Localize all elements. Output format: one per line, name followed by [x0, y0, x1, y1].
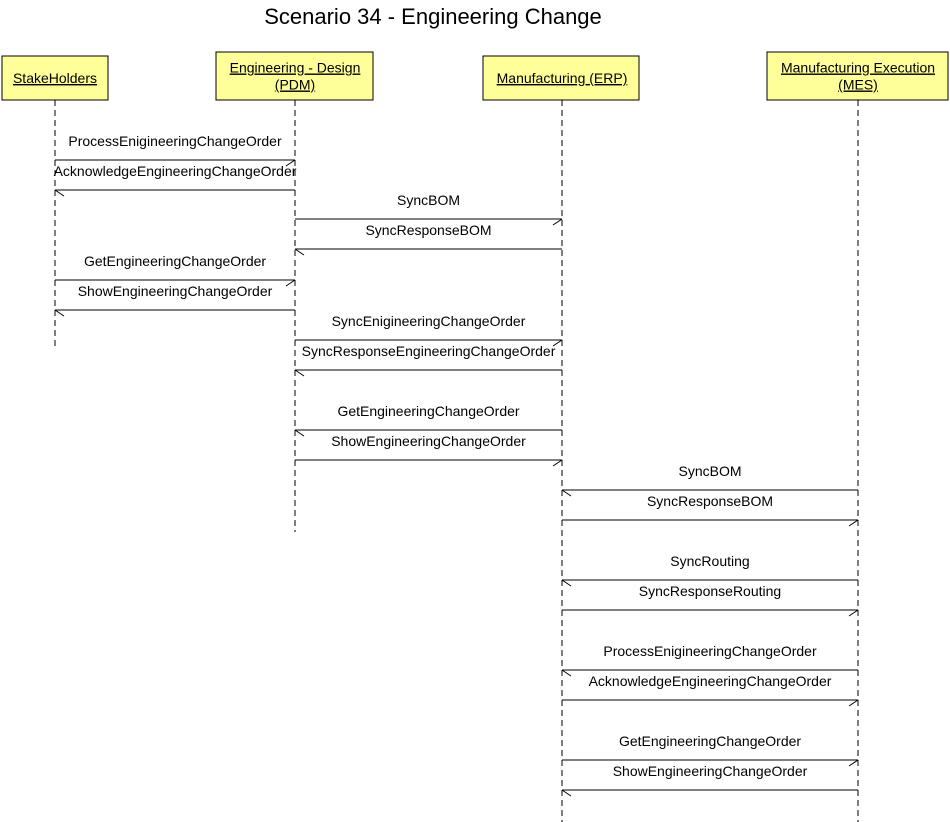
- actor-box-erp: [482, 55, 640, 101]
- message-label: ProcessEnigineeringChangeOrder: [603, 643, 817, 659]
- message: GetEngineeringChangeOrder: [55, 253, 296, 287]
- actor-pdm: Engineering - Design(PDM): [215, 51, 374, 101]
- actor-stakeholders: StakeHolders: [1, 55, 109, 101]
- message-arrowhead: [552, 218, 563, 226]
- actor-label-pdm: Engineering - Design: [230, 60, 361, 76]
- message: ProcessEnigineeringChangeOrder: [561, 643, 858, 677]
- message-arrowhead: [848, 609, 859, 617]
- actor-box-stakeholders: [1, 55, 109, 101]
- message-label: GetEngineeringChangeOrder: [337, 403, 519, 419]
- message-label: AcknowledgeEngineeringChangeOrder: [589, 673, 832, 689]
- message-arrowhead: [552, 339, 563, 347]
- message-label: SyncResponseRouting: [639, 583, 781, 599]
- message-label: SyncBOM: [397, 192, 460, 208]
- message: ShowEngineeringChangeOrder: [54, 283, 295, 317]
- message-label: SyncResponseEngineeringChangeOrder: [302, 343, 556, 359]
- message-arrowhead: [285, 279, 296, 287]
- message: ShowEngineeringChangeOrder: [561, 763, 858, 797]
- lifelines-layer: [54, 100, 859, 822]
- message-label: SyncResponseBOM: [647, 493, 773, 509]
- message: SyncResponseBOM: [562, 493, 859, 527]
- messages-layer: ProcessEnigineeringChangeOrderAcknowledg…: [54, 133, 859, 797]
- actor-box-pdm: [215, 51, 374, 101]
- message-arrowhead: [561, 579, 572, 587]
- message-arrowhead: [285, 159, 296, 167]
- message-label: ShowEngineeringChangeOrder: [78, 283, 273, 299]
- message: GetEngineeringChangeOrder: [562, 733, 859, 767]
- actor-label-stakeholders: StakeHolders: [13, 70, 97, 86]
- message-arrowhead: [552, 459, 563, 467]
- message-arrowhead: [848, 759, 859, 767]
- message-label: ShowEngineeringChangeOrder: [331, 433, 526, 449]
- message: ProcessEnigineeringChangeOrder: [55, 133, 296, 167]
- actor-erp: Manufacturing (ERP): [482, 55, 640, 101]
- message-label: GetEngineeringChangeOrder: [84, 253, 266, 269]
- message-arrowhead: [561, 489, 572, 497]
- message: SyncResponseEngineeringChangeOrder: [294, 343, 562, 377]
- message-arrowhead: [54, 189, 65, 197]
- actor-label-mes: Manufacturing Execution: [781, 60, 935, 76]
- message-arrowhead: [54, 309, 65, 317]
- message: AcknowledgeEngineeringChangeOrder: [562, 673, 859, 707]
- actor-label-erp: Manufacturing (ERP): [497, 70, 628, 86]
- message: SyncResponseBOM: [294, 222, 562, 256]
- message-arrowhead: [848, 519, 859, 527]
- message-arrowhead: [561, 669, 572, 677]
- diagram-title: Scenario 34 - Engineering Change: [264, 4, 602, 29]
- message-label: ProcessEnigineeringChangeOrder: [68, 133, 282, 149]
- message: SyncEnigineeringChangeOrder: [295, 313, 563, 347]
- message-arrowhead: [848, 699, 859, 707]
- message-arrowhead: [561, 789, 572, 797]
- message-arrowhead: [294, 248, 305, 256]
- actor-box-mes: [766, 51, 949, 101]
- message: SyncRouting: [561, 553, 858, 587]
- message: SyncResponseRouting: [562, 583, 859, 617]
- message: GetEngineeringChangeOrder: [294, 403, 562, 437]
- message-arrowhead: [294, 369, 305, 377]
- actor-label-pdm: (PDM): [275, 77, 315, 93]
- message-label: SyncResponseBOM: [365, 222, 491, 238]
- actors-layer: StakeHolders Engineering - Design(PDM) Man…: [1, 51, 949, 101]
- message-label: GetEngineeringChangeOrder: [619, 733, 801, 749]
- message: SyncBOM: [561, 463, 858, 497]
- message-arrowhead: [294, 429, 305, 437]
- message: AcknowledgeEngineeringChangeOrder: [54, 163, 297, 197]
- message-label: AcknowledgeEngineeringChangeOrder: [54, 163, 297, 179]
- actor-mes: Manufacturing Execution(MES): [766, 51, 949, 101]
- message-label: SyncEnigineeringChangeOrder: [332, 313, 526, 329]
- message: ShowEngineeringChangeOrder: [295, 433, 563, 467]
- message-label: SyncBOM: [678, 463, 741, 479]
- message: SyncBOM: [295, 192, 563, 226]
- actor-label-mes: (MES): [838, 77, 878, 93]
- message-label: SyncRouting: [670, 553, 749, 569]
- message-label: ShowEngineeringChangeOrder: [613, 763, 808, 779]
